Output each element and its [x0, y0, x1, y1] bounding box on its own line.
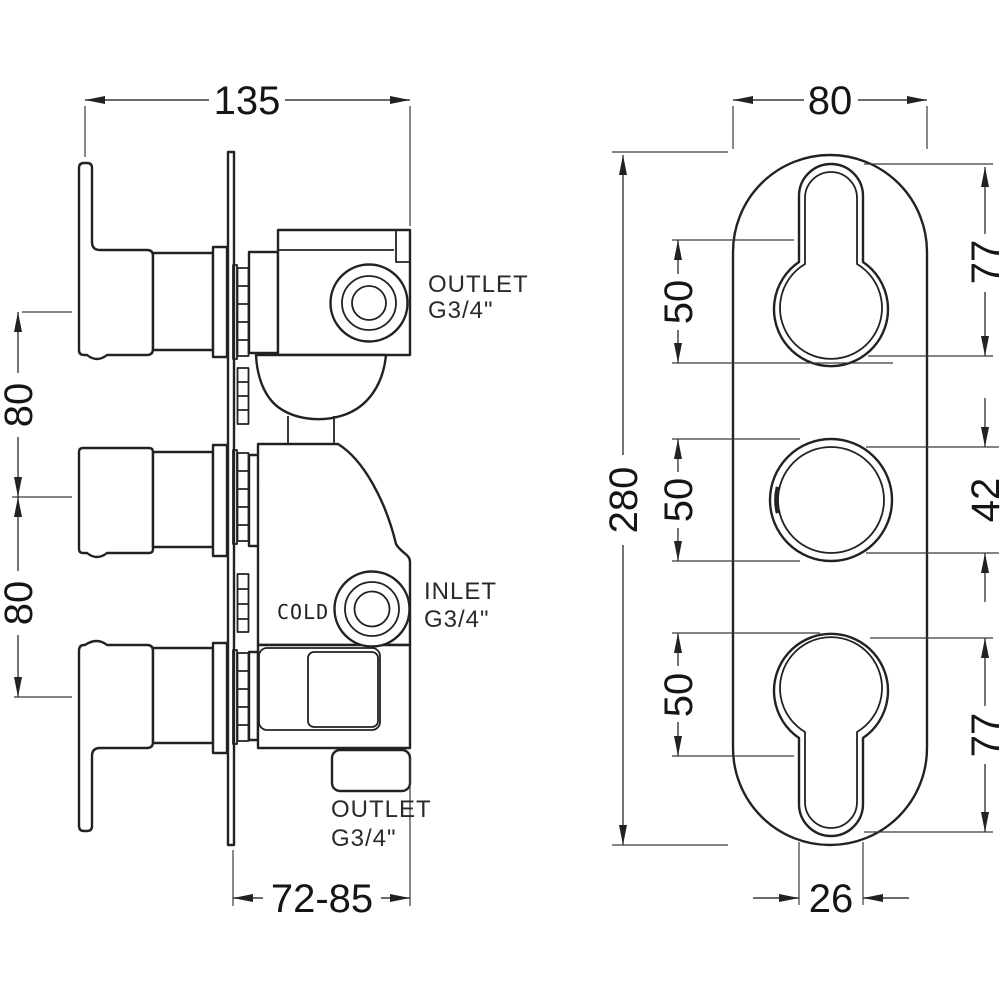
dim-middle-knob-diameter: 42: [964, 478, 1000, 523]
dim-plate-width: 80: [808, 79, 853, 123]
dim-middle-spacing: 50: [657, 478, 701, 523]
outlet-bottom-size: G3/4": [331, 825, 397, 852]
top-handle: [77, 161, 229, 361]
dim-upper-spacing: 50: [657, 280, 701, 325]
middle-knob: [768, 437, 894, 563]
outlet-top-size: G3/4": [428, 297, 494, 324]
dim-bottom-knob-height: 77: [964, 713, 1000, 758]
dimension-text-backgrounds: [0, 78, 1000, 920]
cold-marking: COLD: [277, 600, 329, 624]
bottom-valve-block: [256, 643, 412, 750]
front-view: [731, 153, 929, 847]
dim-lower-spacing: 50: [657, 673, 701, 718]
cartridge-dome: [254, 353, 388, 421]
valve-body: [232, 228, 412, 793]
dim-plate-height: 280: [602, 467, 646, 534]
right-view-dimensions: [612, 96, 999, 905]
inlet-label: INLET: [424, 578, 497, 605]
bottom-foot-block: [330, 748, 412, 793]
side-view: [77, 150, 412, 847]
dim-handle-spacing-lower: 80: [0, 581, 41, 626]
dim-handle-spacing-upper: 80: [0, 383, 41, 428]
dim-stem-width: 26: [809, 877, 854, 921]
middle-knob-side: [77, 443, 229, 559]
knob-index-notch: [774, 486, 781, 514]
dim-overall-width: 135: [214, 79, 281, 123]
bottom-handle: [77, 639, 229, 833]
dim-top-knob-height: 77: [964, 240, 1000, 285]
bottom-knob: [772, 632, 890, 838]
dim-depth-range: 72-85: [271, 877, 373, 921]
outlet-top-label: OUTLET: [428, 271, 529, 298]
top-knob: [772, 162, 890, 368]
inlet-size: G3/4": [424, 606, 490, 633]
outlet-bottom-label: OUTLET: [331, 796, 432, 823]
